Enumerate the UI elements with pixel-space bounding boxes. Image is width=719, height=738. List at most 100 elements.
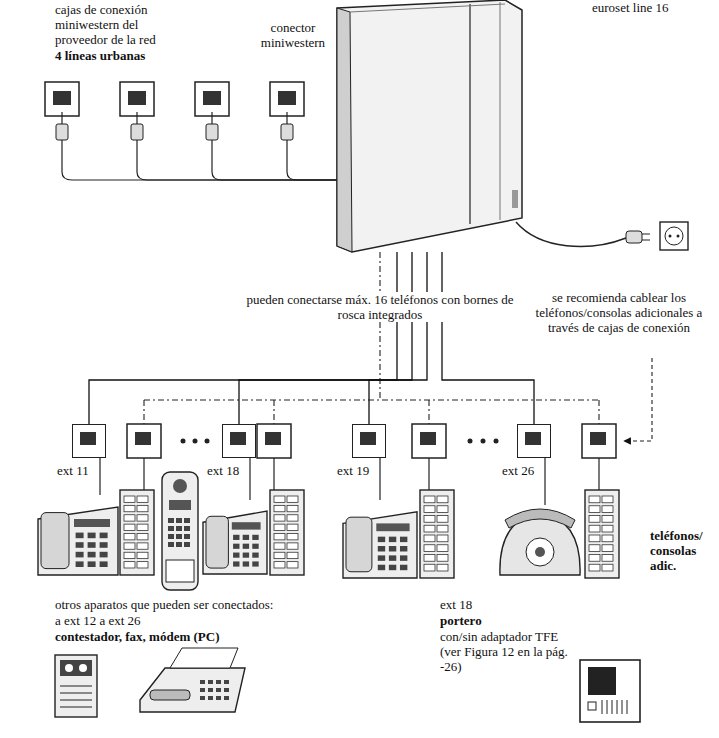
line-cable	[212, 140, 337, 180]
console-key	[274, 562, 285, 568]
other-devices-note: otros aparatos que pueden ser conectados…	[55, 597, 375, 612]
socket-jack	[80, 432, 96, 445]
extension-socket: ext 26	[517, 424, 551, 458]
network-socket	[195, 82, 337, 180]
phone-key	[389, 555, 396, 560]
phone-key	[400, 555, 407, 560]
pbx-top-edge	[350, 4, 505, 12]
phone-key	[243, 535, 249, 540]
socket-jack	[590, 432, 606, 445]
cordless-key	[176, 526, 182, 531]
pbx-housing	[337, 0, 522, 252]
network-socket	[270, 82, 337, 180]
phone-key	[233, 544, 239, 549]
connection-box-note: cajas de conexión miniwestern del provee…	[55, 2, 183, 47]
phone-dial	[526, 538, 554, 566]
plug-cord	[286, 112, 287, 124]
console-key	[424, 545, 435, 552]
phone-key	[88, 542, 96, 548]
door-intercom-label: portero	[440, 613, 570, 628]
phone-key	[233, 561, 239, 566]
socket-jack	[128, 91, 146, 105]
fax-machine	[140, 648, 245, 712]
socket-hole	[669, 235, 672, 238]
console-key	[287, 496, 298, 502]
console-key	[602, 545, 613, 552]
fax-key	[200, 680, 205, 684]
console-body	[420, 490, 454, 578]
cordless-key	[176, 542, 182, 547]
console-key	[137, 534, 148, 540]
cordless-key	[176, 518, 182, 523]
phone-body	[203, 511, 267, 574]
am-reel	[65, 664, 73, 672]
system-telephone	[203, 511, 267, 574]
cordless-key	[168, 526, 174, 531]
pbx-side	[337, 8, 352, 252]
fax-key	[200, 696, 205, 700]
extension-label: ext 19	[337, 463, 369, 478]
console-key	[424, 564, 435, 571]
phone-key	[76, 552, 84, 558]
fax-key	[224, 688, 229, 692]
console-key	[437, 506, 448, 513]
socket-jack	[278, 91, 296, 105]
miniwestern-plug	[131, 124, 143, 140]
mains-plug	[626, 231, 642, 243]
extension-wire	[239, 252, 412, 424]
intercom-plate	[580, 660, 640, 722]
console-key	[137, 562, 148, 568]
miniwestern-plug	[206, 124, 218, 140]
phone-key	[88, 561, 96, 567]
phone-body	[343, 512, 417, 578]
phone-key	[378, 537, 385, 542]
phone-key	[243, 553, 249, 558]
console-key	[274, 534, 285, 540]
intercom-grille	[627, 700, 628, 714]
socket-plate	[127, 424, 161, 458]
device-cable	[249, 458, 250, 500]
phone-key	[100, 533, 108, 539]
console-body	[270, 490, 304, 575]
phone-key	[243, 561, 249, 566]
extension-range: a ext 12 a ext 26	[55, 613, 375, 628]
wiring-recommendation: se recomienda cablear los teléfonos/cons…	[528, 290, 710, 335]
extension-label: ext 18	[440, 597, 570, 612]
console-key	[287, 543, 298, 549]
console-key	[287, 515, 298, 521]
console-key	[137, 524, 148, 530]
phone-key	[252, 561, 258, 566]
standard-telephone	[500, 509, 580, 575]
network-socket	[45, 82, 337, 180]
phone-handset	[41, 513, 69, 569]
console-key	[124, 543, 135, 549]
power-supply	[516, 222, 688, 250]
key-console	[420, 490, 454, 578]
fax-paper	[170, 648, 238, 668]
cordless-display	[169, 500, 191, 510]
socket-plate	[582, 424, 616, 458]
am-cassette	[60, 660, 92, 676]
socket-jack	[360, 432, 376, 445]
console-key	[287, 562, 298, 568]
extension-socket	[582, 424, 616, 458]
plug-cord	[61, 112, 62, 124]
phone-key	[76, 542, 84, 548]
console-key	[274, 496, 285, 502]
phone-key	[76, 561, 84, 567]
console-key	[274, 515, 285, 521]
connector-label: conector miniwestern	[252, 20, 334, 50]
cordless-base	[166, 560, 194, 582]
console-key	[137, 505, 148, 511]
console-key	[589, 516, 600, 523]
console-key	[274, 505, 285, 511]
miniwestern-plug	[56, 124, 68, 140]
console-key	[274, 524, 285, 530]
socket-plate	[257, 424, 291, 458]
phone-key	[252, 553, 258, 558]
key-console	[270, 490, 304, 575]
adapter-note: con/sin adaptador TFE (ver Figura 12 en …	[440, 629, 572, 674]
phone-dial-center	[535, 547, 545, 557]
intercom-grille	[607, 700, 608, 714]
